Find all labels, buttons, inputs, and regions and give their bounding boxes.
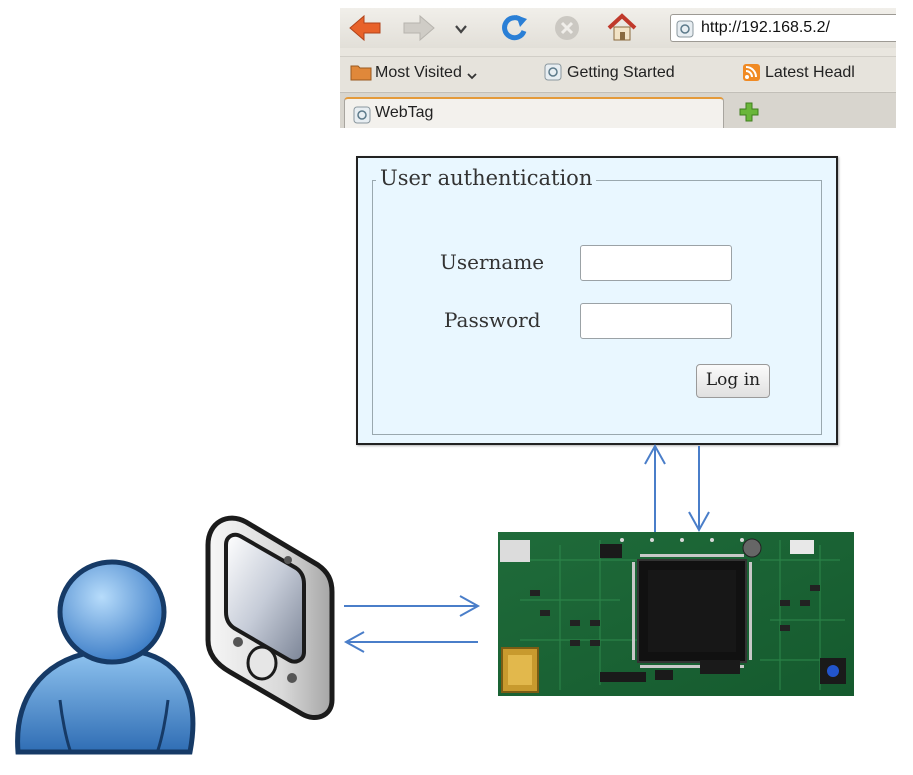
username-label: Username (440, 250, 545, 274)
home-icon[interactable] (606, 13, 637, 43)
username-field[interactable] (580, 245, 732, 281)
phone-board-arrows (343, 595, 481, 653)
url-bar[interactable]: http://192.168.5.2/ (670, 14, 896, 42)
login-panel: User authentication Username Password Lo… (356, 156, 838, 445)
tab-label: WebTag (375, 104, 434, 121)
arrow-board-to-phone (343, 631, 478, 653)
stop-icon[interactable] (552, 13, 582, 43)
browser-window: http://192.168.5.2/ Most Visited Getting… (340, 8, 896, 128)
forward-arrow-icon[interactable] (402, 13, 435, 43)
reload-icon[interactable] (498, 13, 528, 43)
board-browser-arrows (644, 443, 710, 533)
login-button[interactable]: Log in (696, 364, 770, 398)
smartphone-icon (205, 515, 335, 720)
tab-webtag[interactable]: WebTag (344, 97, 724, 128)
bookmark-label: Getting Started (567, 64, 675, 81)
tab-strip: WebTag (340, 92, 896, 128)
page-favicon-icon (676, 20, 694, 42)
bookmarks-toolbar: Most Visited Getting Started Latest Head… (340, 56, 896, 91)
chevron-down-icon[interactable] (454, 20, 484, 50)
navigation-toolbar: http://192.168.5.2/ (340, 8, 896, 48)
circuit-board (498, 532, 854, 696)
folder-icon (350, 65, 372, 81)
rss-icon (743, 64, 760, 81)
bookmark-latest-headlines[interactable]: Latest Headl (742, 63, 855, 85)
password-field[interactable] (580, 303, 732, 339)
password-label: Password (444, 308, 541, 332)
plus-icon[interactable] (738, 101, 760, 127)
bookmark-label: Latest Headl (765, 64, 855, 81)
bookmark-label: Most Visited (375, 64, 462, 81)
arrow-board-to-browser (644, 443, 666, 532)
bookmark-getting-started[interactable]: Getting Started (544, 63, 675, 85)
arrow-browser-to-board (688, 446, 710, 533)
chevron-down-icon (467, 73, 477, 80)
page-favicon-icon (544, 63, 562, 81)
arrow-phone-to-board (344, 595, 481, 617)
back-arrow-icon[interactable] (348, 13, 381, 43)
url-text: http://192.168.5.2/ (701, 19, 830, 36)
page-favicon-icon (353, 106, 371, 128)
authentication-fieldset (372, 180, 822, 435)
fieldset-legend: User authentication (376, 166, 597, 190)
bookmark-most-visited[interactable]: Most Visited (350, 63, 481, 85)
user-icon (15, 559, 196, 755)
